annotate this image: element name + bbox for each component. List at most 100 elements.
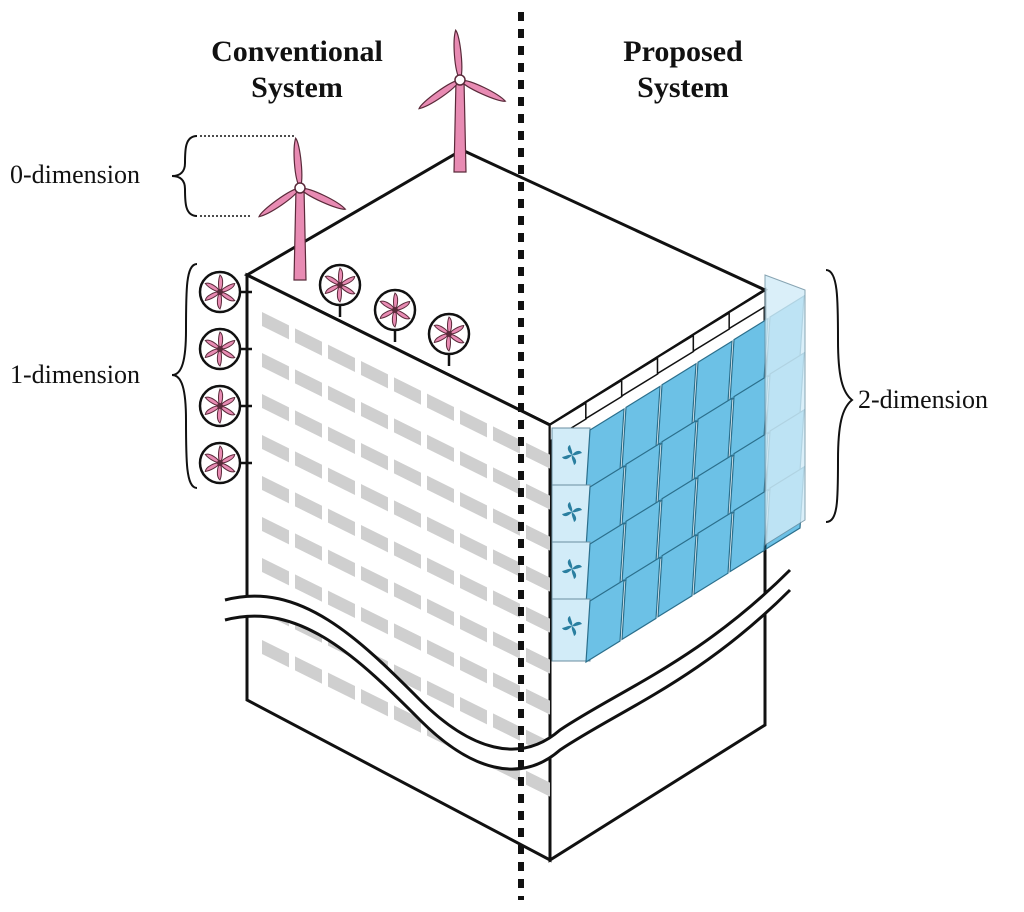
window-pane (460, 410, 487, 438)
window-pane (493, 508, 520, 536)
fan-blade (219, 462, 236, 473)
fan-blade (567, 559, 573, 569)
window-pane (394, 664, 421, 692)
window-pane (526, 483, 550, 512)
pv-panel (657, 533, 697, 618)
window-pane (262, 640, 289, 668)
fan-blade (204, 405, 221, 416)
window-pane (295, 492, 322, 520)
window-pane (295, 533, 322, 561)
fan-blade (216, 291, 222, 310)
fan-blade (562, 454, 572, 460)
fan-blade (572, 621, 582, 627)
fan-blade (562, 511, 572, 517)
pv-panel (621, 556, 661, 641)
turbine-blade (418, 79, 462, 110)
window-pane (460, 615, 487, 643)
fan-blade (219, 453, 236, 464)
window-pane (328, 467, 355, 496)
fan-blade (204, 282, 221, 293)
window-pane (262, 517, 289, 545)
window-pane (427, 475, 454, 504)
circular-fan-turbine-icon (318, 263, 362, 317)
roof-turbine-row (318, 263, 471, 366)
fan-blade (219, 396, 236, 407)
window-pane (361, 484, 388, 512)
turbine-blade (258, 187, 302, 218)
wind-turbine-icon (258, 137, 347, 281)
window-pane (394, 623, 421, 651)
window-pane (328, 344, 355, 373)
fan-blade (216, 348, 222, 367)
conventional-system-title: Conventional System (211, 35, 383, 104)
fan-blade (567, 616, 573, 626)
brace-2-dimension (825, 269, 854, 523)
dim0-label: 0-dimension (10, 160, 140, 189)
window-pane (493, 631, 520, 659)
window-pane (394, 582, 421, 610)
fan-blade (204, 348, 221, 359)
window-pane (328, 672, 355, 701)
window-pane (361, 566, 388, 594)
fan-blade (219, 339, 236, 350)
window-pane (262, 312, 289, 340)
circular-fan-turbine-icon (373, 288, 417, 342)
break-wave-mask (225, 570, 790, 770)
window-pane (493, 590, 520, 618)
window-pane (427, 680, 454, 709)
fan-blade (338, 267, 344, 286)
side-turbine-column (198, 270, 252, 485)
facade-edge-sheet (764, 274, 806, 546)
window-pane (262, 394, 289, 422)
window-pane (394, 459, 421, 487)
window-pane (460, 492, 487, 520)
fan-blade (571, 626, 577, 636)
fan-blade (218, 331, 224, 350)
fan-blade (572, 507, 582, 513)
turbine-blade (298, 187, 347, 210)
window-pane (493, 467, 520, 495)
fan-blade (391, 309, 397, 328)
window-pane (394, 541, 421, 569)
window-pane (295, 451, 322, 479)
fan-blade (393, 292, 399, 311)
fan-blade (571, 455, 577, 465)
window-pane (328, 590, 355, 619)
fan-blade (433, 324, 450, 335)
window-pane (460, 697, 487, 725)
window-pane (526, 524, 550, 553)
window-pane (328, 549, 355, 578)
fan-blade (204, 453, 221, 464)
window-pane (526, 565, 550, 594)
circular-fan-turbine-icon (198, 384, 252, 428)
window-pane (295, 328, 322, 356)
window-grid (262, 312, 550, 799)
window-pane (361, 361, 388, 389)
window-pane (460, 574, 487, 602)
window-pane (427, 434, 454, 463)
fan-blade (219, 282, 236, 293)
turbine-tower (293, 187, 307, 281)
window-pane (526, 606, 550, 635)
turbine-hub (454, 74, 466, 86)
break-wave-line-bottom (224, 588, 792, 771)
turbine-hub (337, 282, 343, 288)
window-pane (460, 656, 487, 684)
fan-blade (218, 388, 224, 407)
fan-blade (339, 284, 356, 295)
turbine-hub (217, 403, 223, 409)
window-pane (460, 451, 487, 479)
turbine-hub (446, 331, 452, 337)
fan-blade (433, 333, 450, 344)
fan-blade (379, 309, 396, 320)
window-pane (427, 516, 454, 545)
circular-fan-turbine-icon (198, 270, 252, 314)
window-pane (262, 558, 289, 586)
circular-fan-turbine-icon (427, 312, 471, 366)
fan-blade (572, 450, 582, 456)
window-pane (493, 713, 520, 741)
fan-icon (562, 502, 582, 522)
brace-1-dimension (171, 263, 198, 489)
dim2-label: 2-dimension (858, 385, 988, 414)
window-pane (361, 689, 388, 717)
